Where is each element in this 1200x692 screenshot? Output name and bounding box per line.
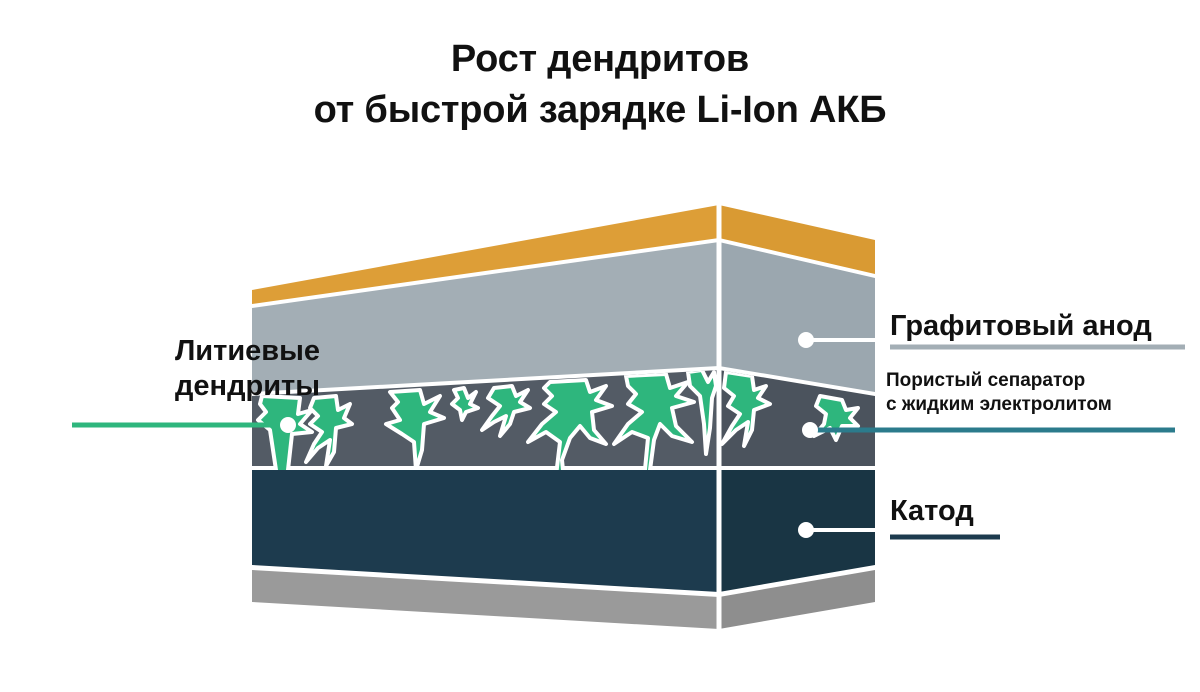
leader-anode bbox=[798, 332, 1185, 350]
page-title: Рост дендритов от быстрой зарядке Li-Ion… bbox=[0, 34, 1200, 137]
dendrite-icon bbox=[720, 370, 772, 448]
lithium-dendrite-group-front bbox=[256, 370, 718, 470]
leader-anode-dot bbox=[798, 332, 814, 348]
page-title-line-2: от быстрой зарядке Li-Ion АКБ bbox=[313, 89, 887, 132]
label-graphite-anode: Графитовый анод bbox=[890, 309, 1152, 344]
anode-right-face bbox=[719, 242, 875, 392]
dendrite-icon bbox=[384, 388, 446, 470]
label-lithium-dendrites: Литиевые дендриты bbox=[70, 334, 320, 404]
layer-aluminium-current-collector bbox=[252, 570, 875, 629]
label-porous-separator-line-1: Пористый сепаратор bbox=[886, 370, 1086, 391]
leader-separator bbox=[802, 422, 1175, 438]
cathode-right-face bbox=[719, 470, 875, 592]
label-porous-separator-line-2: с жидким электролитом bbox=[886, 394, 1112, 416]
dendrite-icon bbox=[304, 394, 354, 468]
layer-graphite-anode bbox=[252, 242, 875, 392]
page-title-line-1: Рост дендритов bbox=[450, 38, 750, 80]
label-cathode-text: Катод bbox=[890, 495, 974, 527]
copper-collector-right-face bbox=[719, 205, 875, 274]
layer-cathode bbox=[252, 470, 875, 592]
dendrite-icon bbox=[686, 370, 718, 456]
dendrite-icon bbox=[612, 372, 696, 470]
leader-dendrites bbox=[72, 417, 296, 433]
dendrite-icon bbox=[526, 378, 614, 470]
copper-collector-top-face bbox=[252, 205, 719, 304]
base-collector-front-face bbox=[252, 570, 719, 629]
dendrite-icon bbox=[480, 384, 532, 438]
leader-cathode bbox=[798, 522, 1000, 540]
label-lithium-dendrites-line-2: дендриты bbox=[175, 369, 320, 402]
leader-separator-dot bbox=[802, 422, 818, 438]
cathode-front-face bbox=[252, 470, 719, 592]
layer-copper-current-collector bbox=[252, 205, 875, 304]
dendrite-icon bbox=[450, 386, 480, 422]
label-porous-separator: Пористый сепаратор с жидким электролитом bbox=[886, 369, 1112, 418]
label-graphite-anode-text: Графитовый анод bbox=[890, 310, 1152, 342]
label-lithium-dendrites-line-1: Литиевые bbox=[174, 335, 320, 367]
label-cathode: Катод bbox=[890, 494, 974, 529]
leader-cathode-dot bbox=[798, 522, 814, 538]
dendrite-icon bbox=[256, 394, 314, 470]
base-collector-right-face bbox=[719, 570, 875, 629]
leader-dendrites-dot bbox=[280, 417, 296, 433]
anode-front-face bbox=[252, 242, 719, 392]
